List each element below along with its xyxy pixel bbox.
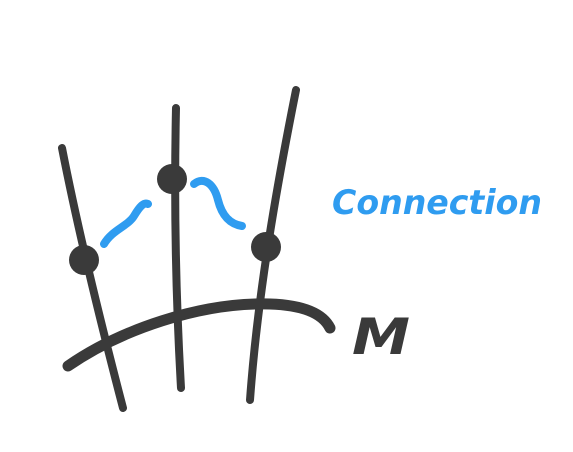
fiber-middle bbox=[171, 104, 185, 392]
fiber-left bbox=[58, 144, 127, 412]
fiber-point-left bbox=[69, 245, 99, 275]
connection-squiggle-left bbox=[100, 199, 152, 248]
fiber-point-middle bbox=[157, 164, 187, 194]
base-manifold-curve bbox=[62, 298, 336, 372]
connection-squiggle-right bbox=[190, 176, 246, 230]
fiber-point-right bbox=[251, 232, 281, 262]
connection-label: Connection bbox=[332, 183, 542, 223]
manifold-label: M bbox=[352, 308, 410, 366]
